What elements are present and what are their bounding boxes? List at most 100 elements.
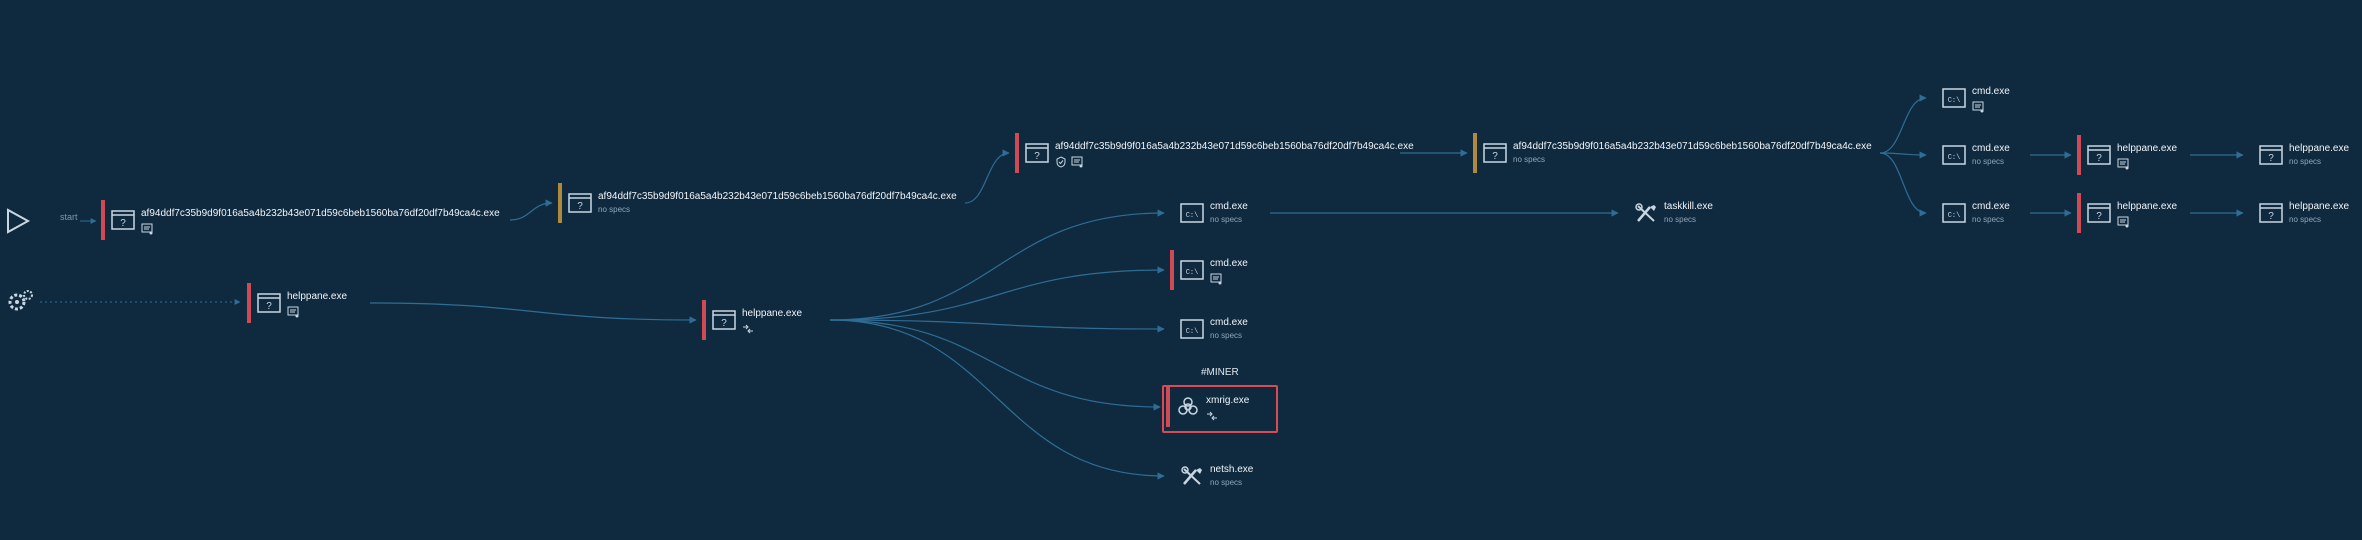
svg-text:?: ?: [2096, 153, 2102, 164]
process-name: cmd.exe: [1972, 86, 2010, 97]
process-name: cmd.exe: [1972, 201, 2010, 212]
network-icon: [742, 322, 754, 334]
process-name: helppane.exe: [287, 291, 348, 302]
process-node-netsh[interactable]: netsh.exe no specs: [1170, 456, 1284, 496]
process-name: cmd.exe: [1972, 143, 2010, 154]
process-specs-text: no specs: [1210, 478, 1243, 487]
process-node-hp2[interactable]: ? helppane.exe: [702, 300, 834, 340]
svg-text:?: ?: [2268, 153, 2274, 164]
process-name: xmrig.exe: [1206, 395, 1250, 406]
window-icon: ?: [257, 293, 281, 313]
process-node-hp4[interactable]: ?helppane.exe: [2077, 193, 2209, 233]
edge-n4-to-cmd6: [1879, 152, 1927, 217]
edge-root-to-n2: [509, 199, 553, 221]
edge-hp1-to-hp2: [369, 302, 697, 324]
threat-level-bar: [702, 300, 706, 340]
cmd-icon: C:\: [1942, 145, 1966, 165]
process-node-n2[interactable]: ?af94ddf7c35b9d9f016a5a4b232b43e071d59c6…: [558, 183, 1026, 223]
svg-text:C:\: C:\: [1948, 212, 1961, 220]
svg-text:C:\: C:\: [1186, 212, 1199, 220]
process-name: helppane.exe: [742, 308, 803, 319]
edge-hp2-to-cmd1: [829, 209, 1165, 321]
process-specs-text: no specs: [2289, 157, 2322, 166]
cmd-icon: C:\: [1942, 88, 1966, 108]
process-node-cmd4[interactable]: C:\ cmd.exe: [1932, 78, 2034, 118]
svg-text:C:\: C:\: [1186, 328, 1199, 336]
window-icon: ?: [1025, 143, 1049, 163]
svg-text:?: ?: [1492, 151, 1498, 162]
log-icon: [1071, 155, 1083, 168]
specs-icons: [1206, 409, 1218, 421]
cmd-icon: C:\: [1180, 319, 1204, 339]
network-icon: [1206, 409, 1218, 421]
specs-icons: [742, 322, 754, 334]
edge-hp2-to-cmd2: [829, 266, 1165, 321]
threat-level-bar: [1015, 133, 1019, 173]
process-specs-text: no specs: [1210, 215, 1243, 224]
svg-text:C:\: C:\: [1186, 269, 1199, 277]
svg-text:C:\: C:\: [1948, 97, 1961, 105]
process-name: netsh.exe: [1210, 464, 1254, 475]
window-icon: ?: [111, 210, 135, 230]
specs-icons: [2117, 157, 2129, 170]
process-node-root[interactable]: ? af94ddf7c35b9d9f016a5a4b232b43e071d59c6…: [101, 200, 569, 240]
threat-level-bar: [101, 200, 105, 240]
threat-level-bar: [2077, 193, 2081, 233]
process-name: af94ddf7c35b9d9f016a5a4b232b43e071d59c6b…: [598, 191, 957, 202]
specs-icons: [141, 222, 153, 235]
log-icon: [141, 222, 153, 235]
process-name: cmd.exe: [1210, 317, 1248, 328]
process-node-cmd2[interactable]: C:\ cmd.exe: [1170, 250, 1272, 290]
process-name: cmd.exe: [1210, 258, 1248, 269]
edge-n4-to-cmd5: [1879, 151, 1927, 159]
process-name: af94ddf7c35b9d9f016a5a4b232b43e071d59c6b…: [141, 208, 500, 219]
process-name: helppane.exe: [2117, 143, 2178, 154]
threat-level-bar: [247, 283, 251, 323]
threat-level-bar: [1473, 133, 1477, 173]
specs-icons: [1055, 155, 1083, 168]
edges: [40, 94, 2244, 480]
process-specs-text: no specs: [2289, 215, 2322, 224]
play-icon[interactable]: [7, 208, 31, 234]
biohazard-icon: [1176, 397, 1200, 417]
threat-level-bar: [1170, 250, 1174, 290]
window-icon: ?: [2259, 145, 2283, 165]
log-icon: [2117, 157, 2129, 170]
edge-hp2-to-xmrig: [829, 319, 1161, 411]
log-icon: [287, 305, 299, 318]
threat-level-bar: [2077, 135, 2081, 175]
window-icon: ?: [2087, 145, 2111, 165]
edge-hp2-to-netsh: [829, 319, 1165, 480]
svg-text:?: ?: [1034, 151, 1040, 162]
svg-text:?: ?: [721, 318, 727, 329]
process-node-n4[interactable]: ? af94ddf7c35b9d9f016a5a4b232b43e071d59c6…: [1473, 133, 1941, 173]
window-icon: ?: [2087, 203, 2111, 223]
specs-icons: [2117, 215, 2129, 228]
process-node-hp1[interactable]: ? helppane.exe: [247, 283, 379, 323]
gears-icon[interactable]: [8, 290, 33, 311]
process-name: cmd.exe: [1210, 201, 1248, 212]
process-node-xmrig[interactable]: xmrig.exe: [1166, 387, 1280, 427]
process-node-n3[interactable]: ? af94ddf7c35b9d9f016a5a4b232b43e071d59c6…: [1015, 133, 1483, 173]
window-icon: ?: [1483, 143, 1507, 163]
window-icon: ?: [712, 310, 736, 330]
svg-text:?: ?: [2096, 211, 2102, 222]
process-name: af94ddf7c35b9d9f016a5a4b232b43e071d59c6b…: [1513, 141, 1872, 152]
process-node-cmd1[interactable]: C:\ cmd.exe no specs: [1170, 193, 1272, 233]
threat-level-bar: [558, 183, 562, 223]
edge-n4-to-cmd4: [1879, 94, 1927, 154]
process-name: af94ddf7c35b9d9f016a5a4b232b43e071d59c6b…: [1055, 141, 1414, 152]
tools-icon: [1180, 466, 1204, 486]
cmd-icon: C:\: [1180, 203, 1204, 223]
process-node-hp3[interactable]: ? helppane.exe: [2077, 135, 2209, 175]
edge-n2-to-n3: [964, 149, 1010, 204]
svg-text:C:\: C:\: [1948, 154, 1961, 162]
log-icon: [2117, 215, 2129, 228]
tools-icon: [1634, 203, 1658, 223]
